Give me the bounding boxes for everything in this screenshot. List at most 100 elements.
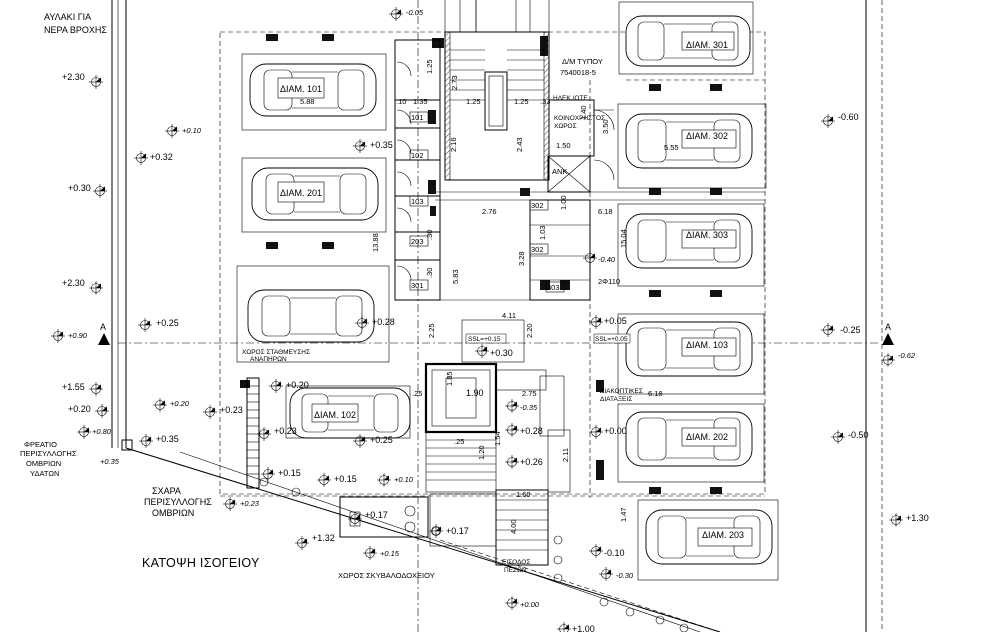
page-title: ΚΑΤΟΨΗ ΙΣΟΓΕΙΟΥ: [142, 556, 260, 570]
dimension: 2.43: [515, 137, 524, 152]
meter-box-label: ΗΛΕΚ./ΟΤΕ: [553, 95, 588, 102]
level-value: -0.25: [840, 325, 861, 335]
level-value: +0.00: [520, 600, 540, 609]
level-value: +0.35: [100, 457, 120, 466]
level-value: -0.05: [406, 8, 424, 17]
car: [289, 387, 411, 439]
dimension: .10: [396, 97, 406, 106]
grate-label: ΣΧΑΡΑ: [152, 486, 181, 496]
car: [625, 411, 753, 467]
dimension: 1.54: [493, 431, 502, 446]
common-room: [548, 99, 615, 181]
property-boundary: [111, 0, 883, 632]
level-value: +0.05: [604, 316, 627, 326]
dimension: 1.25: [466, 97, 481, 106]
level-value: +0.28: [520, 426, 543, 436]
section-mark-right: Α: [882, 322, 894, 345]
level-value: -0.40: [598, 255, 616, 264]
car: [625, 321, 753, 377]
level-value: +1.30: [906, 513, 929, 523]
bin-area: [259, 477, 689, 632]
dimension: 1.20: [477, 445, 486, 460]
grate-label: ΟΜΒΡΙΩΝ: [152, 508, 194, 518]
level-value: +0.17: [446, 526, 469, 536]
dimension: 2.20: [525, 323, 534, 338]
elevator-label: ΑΝΚ: [552, 167, 567, 176]
svg-text:Α: Α: [885, 322, 891, 332]
ssl-label: SSL=+0.15: [468, 336, 501, 343]
car-label: ΔΙΑΜ. 101: [280, 84, 322, 94]
car: [625, 113, 753, 169]
dimension: .30: [425, 268, 434, 278]
grate-label: ΠΕΡΙΣΥΛΛΟΓΗΣ: [144, 497, 212, 507]
dimension: 1.47: [619, 507, 628, 522]
dimension: 1.00: [559, 195, 568, 210]
manhole-label: ΟΜΒΡΙΩΝ: [26, 459, 61, 468]
section-mark-left: Α: [98, 322, 110, 345]
storage-label: 203: [411, 237, 424, 246]
dimension: 1.90: [466, 388, 484, 398]
ditch-label: ΑΥΛΑΚΙ ΓΙΑ: [44, 12, 91, 22]
dimension: 4.11: [502, 311, 516, 320]
car: [249, 63, 377, 117]
dimension-labels: 5.88 1.35 .10 1.25 1.25 .33 2.73 2.16 2.…: [300, 59, 679, 534]
dimension: 1.35: [413, 97, 428, 106]
common-space-label: ΧΩΡΟΣ: [554, 123, 577, 130]
dimension: .33: [540, 97, 550, 106]
level-value: +0.23: [274, 426, 297, 436]
manhole-label: ΥΔΑΤΩΝ: [30, 469, 59, 478]
dimension: 2Φ110: [598, 277, 620, 286]
dimension: 5.83: [451, 269, 460, 284]
energy-meters-label: ΔΙΑΚΟΠΤΙΚΕΣ: [600, 388, 643, 395]
annotations: ΑΥΛΑΚΙ ΓΙΑ ΝΕΡΑ ΒΡΟΧΗΣ ΦΡΕΑΤΙΟ ΠΕΡΙΣΥΛΛΟ…: [20, 12, 643, 580]
level-value: +0.30: [68, 183, 91, 193]
power-network-label: Δ/Μ ΤΥΠΟΥ: [562, 57, 603, 66]
level-value: -0.30: [616, 571, 634, 580]
level-value: +0.20: [286, 380, 309, 390]
storage-label: 303: [547, 283, 560, 292]
common-space-label: ΚΟΙΝΟΧΡΗΣΤΟΣ: [554, 115, 605, 122]
level-value: +0.30: [490, 348, 513, 358]
level-value: +0.25: [156, 318, 179, 328]
level-value: +0.28: [372, 317, 395, 327]
dimension: 1.40: [579, 105, 588, 120]
bin-area-label: ΧΩΡΟΣ ΣΚΥΒΑΛΟΔΟΧΕΙΟΥ: [338, 571, 435, 580]
dimension: 5.88: [300, 97, 315, 106]
disabled-parking-label: ΑΝΑΠΗΡΩΝ: [250, 356, 287, 363]
level-value: +0.25: [370, 435, 393, 445]
level-value: +0.23: [220, 405, 243, 415]
level-value: -0.60: [838, 112, 859, 122]
level-value: +1.55: [62, 382, 85, 392]
level-value: +0.35: [370, 140, 393, 150]
dimension: 2.11: [561, 448, 570, 462]
manhole-label: ΠΕΡΙΣΥΛΛΟΓΗΣ: [20, 449, 77, 458]
rain-grate: [121, 377, 260, 489]
car-label: ΔΙΑΜ. 203: [702, 530, 744, 540]
manhole-label: ΦΡΕΑΤΙΟ: [24, 440, 57, 449]
dimension: 2.76: [482, 207, 497, 216]
car-label: ΔΙΑΜ. 302: [686, 131, 728, 141]
level-value: +0.20: [68, 404, 91, 414]
dimension: 1.25: [425, 59, 434, 74]
car-label: ΔΙΑΜ. 303: [686, 230, 728, 240]
dimension: 1.60: [516, 490, 531, 499]
level-value: +2.30: [62, 72, 85, 82]
storage-label: 101: [411, 113, 424, 122]
storage-label: 102: [411, 151, 424, 160]
level-value: +0.15: [380, 549, 400, 558]
dimension: .25: [412, 389, 422, 398]
car-label: ΔΙΑΜ. 102: [314, 410, 356, 420]
level-value: +0.23: [240, 499, 260, 508]
dimension: 1.85: [445, 371, 454, 386]
storage-units: 101 102 103 203 301 302 302 303: [394, 39, 591, 301]
dimension: 1.50: [556, 141, 571, 150]
power-network-label: 7540018-5: [560, 68, 596, 77]
car: [251, 167, 379, 221]
storage-label: 302: [531, 245, 544, 254]
dimension: 13.88: [371, 233, 380, 252]
car-label: ΔΙΑΜ. 301: [686, 40, 728, 50]
entrance-label: ΠΕΖΩΝ: [504, 567, 527, 574]
dimension: 6.18: [648, 389, 663, 398]
level-value: +0.00: [604, 426, 627, 436]
